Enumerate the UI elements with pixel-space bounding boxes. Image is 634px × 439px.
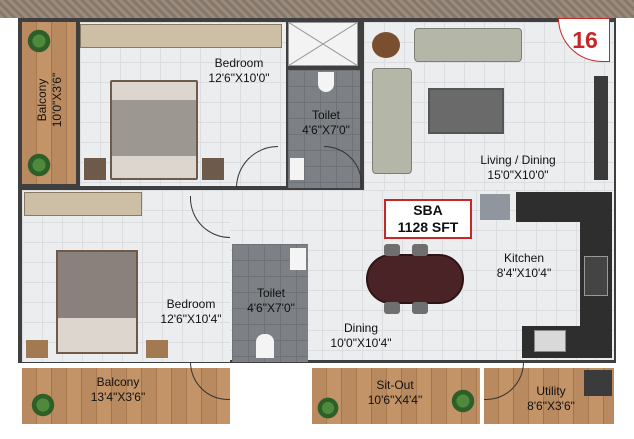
stove-icon: [584, 256, 608, 296]
wc-icon: [318, 72, 334, 92]
room-name: Balcony: [35, 78, 49, 122]
room-name: Toilet: [256, 286, 285, 300]
balcony-left-label: Balcony 10'0"X3'6": [35, 60, 65, 140]
bedroom-top-label: Bedroom 12'6"X10'0": [196, 56, 282, 86]
living-label: Living / Dining 15'0"X10'0": [462, 153, 574, 183]
room-size: 10'0"X3'6": [50, 72, 64, 128]
sba-title: SBA: [413, 202, 443, 218]
fridge-icon: [480, 194, 510, 220]
coffee-table: [428, 88, 504, 134]
room-size: 4'6"X7'0": [302, 123, 350, 137]
chair-icon: [412, 244, 428, 256]
utility-label: Utility 8'6"X3'6": [506, 384, 596, 414]
washbasin-icon: [290, 248, 306, 270]
chair-icon: [412, 302, 428, 314]
nightstand: [146, 340, 168, 358]
chair-icon: [384, 302, 400, 314]
room-name: Bedroom: [214, 56, 264, 70]
dining-table-icon: [366, 254, 464, 304]
washbasin-icon: [290, 158, 304, 180]
plant-icon: [450, 388, 476, 414]
room-name: Kitchen: [503, 251, 545, 265]
sink-icon: [534, 330, 566, 352]
wardrobe: [80, 24, 282, 48]
room-name: Bedroom: [166, 297, 216, 311]
room-size: 8'6"X3'6": [527, 399, 575, 413]
washing-machine-icon: [584, 370, 612, 396]
room-size: 10'0"X10'4": [330, 336, 392, 350]
room-name: Balcony: [96, 375, 140, 389]
sba-box: [384, 199, 472, 239]
room-name: Dining: [343, 321, 379, 335]
nightstand: [202, 158, 224, 180]
sitout-label: Sit-Out 10'6"X4'4": [350, 378, 440, 408]
room-name: Utility: [536, 384, 566, 398]
bed-blanket: [112, 100, 196, 156]
wc-icon: [256, 334, 274, 358]
unit-number: 16: [572, 27, 598, 53]
room-size: 8'4"X10'4": [496, 266, 552, 280]
sofa-icon: [372, 68, 412, 174]
plant-icon: [26, 28, 52, 54]
room-name: Sit-Out: [376, 378, 414, 392]
room-size: 10'6"X4'4": [367, 393, 423, 407]
room-size: 12'6"X10'4": [160, 312, 222, 326]
toilet-top-label: Toilet 4'6"X7'0": [294, 108, 358, 138]
sba-area: 1128 SFT: [397, 219, 459, 235]
nightstand: [26, 340, 48, 358]
plant-icon: [316, 396, 340, 420]
kitchen-label: Kitchen 8'4"X10'4": [480, 251, 568, 281]
room-size: 15'0"X10'0": [487, 168, 549, 182]
sofa-icon: [414, 28, 522, 62]
wardrobe: [24, 192, 142, 216]
bedroom-bottom-label: Bedroom 12'6"X10'4": [148, 297, 234, 327]
plant-icon: [26, 152, 52, 178]
room-size: 13'4"X3'6": [90, 390, 146, 404]
dining-label: Dining 10'0"X10'4": [316, 321, 406, 351]
toilet-bottom-label: Toilet 4'6"X7'0": [238, 286, 304, 316]
room-name: Living / Dining: [480, 153, 556, 167]
plant-icon: [30, 392, 56, 418]
chair-icon: [384, 244, 400, 256]
room-size: 12'6"X10'0": [208, 71, 270, 85]
side-table: [372, 32, 400, 58]
tv-unit: [594, 76, 608, 180]
top-stone-border: [0, 0, 634, 18]
shaft-cross-icon: [288, 22, 358, 66]
room-size: 4'6"X7'0": [247, 301, 295, 315]
nightstand: [84, 158, 106, 180]
bed-blanket: [58, 252, 136, 318]
balcony-bottom-label: Balcony 13'4"X3'6": [70, 375, 166, 405]
room-name: Toilet: [311, 108, 340, 122]
